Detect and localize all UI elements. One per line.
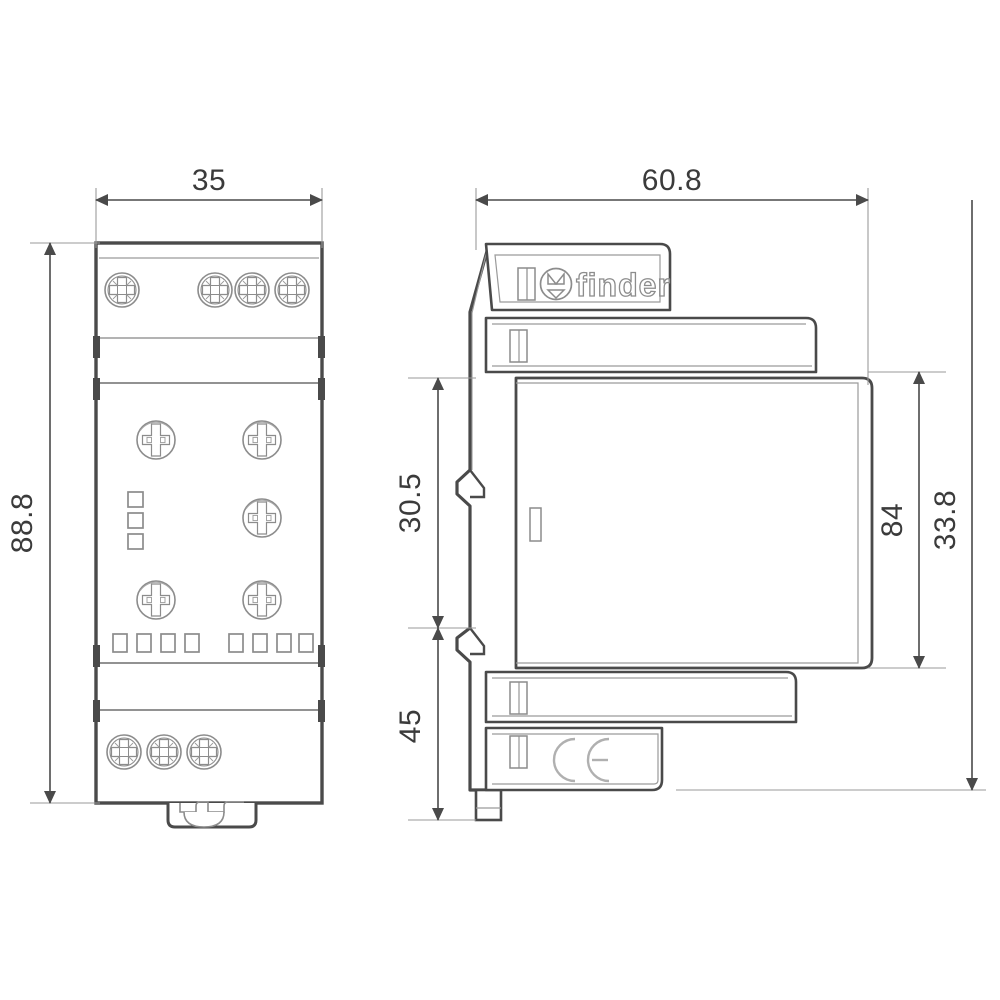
side-lower-step-block bbox=[484, 670, 798, 724]
side-view: finder bbox=[455, 242, 874, 822]
side-upper-step-block bbox=[484, 316, 818, 374]
dimension-label-side-depth: 60.8 bbox=[642, 164, 702, 197]
led-indicator-icon bbox=[112, 633, 128, 653]
ce-mark-icon bbox=[552, 737, 610, 783]
adjustment-knob-icon[interactable] bbox=[242, 580, 282, 620]
side-bottom-label-block bbox=[484, 726, 664, 792]
dimension-label-front-width: 35 bbox=[192, 164, 226, 197]
side-main-body-block bbox=[514, 376, 874, 670]
screw-terminal-icon[interactable] bbox=[234, 272, 270, 308]
din-rail-clip-icon bbox=[166, 801, 258, 829]
screw-terminal-icon[interactable] bbox=[104, 272, 140, 308]
front-indicator-column bbox=[127, 491, 144, 550]
finder-logo-icon: finder bbox=[517, 266, 671, 304]
led-indicator-icon bbox=[127, 491, 144, 508]
led-indicator-icon bbox=[127, 512, 144, 529]
vent-slot-icon bbox=[529, 507, 542, 542]
dimension-side-total: 33.8 bbox=[676, 200, 986, 791]
dimension-label-side-lower-rail: 45 bbox=[394, 709, 427, 743]
front-indicator-row-left bbox=[112, 633, 200, 653]
dimension-side-depth: 60.8 bbox=[475, 164, 869, 385]
front-indicator-row-right bbox=[228, 633, 314, 653]
dimension-label-side-upper-rail: 30.5 bbox=[394, 473, 427, 533]
dimension-side-front-block: 84 bbox=[868, 371, 946, 669]
screw-terminal-icon[interactable] bbox=[197, 272, 233, 308]
led-indicator-icon bbox=[136, 633, 152, 653]
front-view bbox=[93, 241, 325, 829]
led-indicator-icon bbox=[160, 633, 176, 653]
led-indicator-icon bbox=[127, 533, 144, 550]
adjustment-knob-icon[interactable] bbox=[136, 580, 176, 620]
adjustment-knob-icon[interactable] bbox=[136, 420, 176, 460]
dimension-label-front-height: 88.8 bbox=[6, 493, 39, 553]
screw-terminal-icon[interactable] bbox=[186, 734, 222, 770]
dimension-side-lower-rail: 45 bbox=[394, 627, 476, 821]
dimension-front-width: 35 bbox=[95, 164, 323, 248]
dimension-side-upper-rail: 30.5 bbox=[394, 377, 476, 629]
front-bottom-terminal-row bbox=[106, 734, 222, 770]
dimension-label-side-front-block: 84 bbox=[876, 503, 909, 537]
finder-wordmark: finder bbox=[576, 267, 671, 303]
led-indicator-icon bbox=[276, 633, 292, 653]
led-indicator-icon bbox=[298, 633, 314, 653]
dimension-label-side-total: 33.8 bbox=[929, 490, 962, 550]
dimension-front-height: 88.8 bbox=[6, 242, 100, 804]
led-indicator-icon bbox=[228, 633, 244, 653]
led-indicator-icon bbox=[184, 633, 200, 653]
screw-terminal-icon[interactable] bbox=[106, 734, 142, 770]
screw-terminal-icon[interactable] bbox=[146, 734, 182, 770]
side-rear-rail-plate bbox=[455, 243, 503, 822]
screw-terminal-icon[interactable] bbox=[274, 272, 310, 308]
adjustment-knob-icon[interactable] bbox=[242, 420, 282, 460]
adjustment-knob-icon[interactable] bbox=[242, 498, 282, 538]
led-indicator-icon bbox=[252, 633, 268, 653]
